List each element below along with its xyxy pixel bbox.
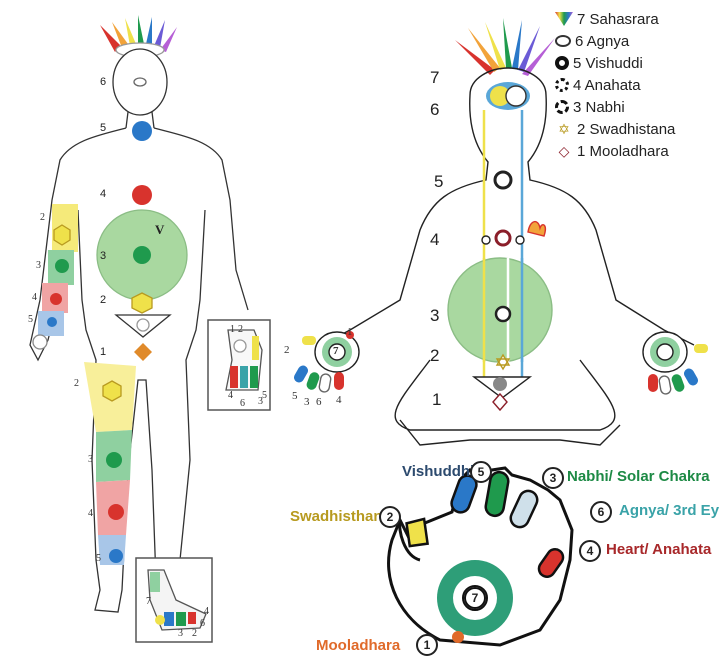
foot-inset-num-7: 7	[146, 596, 151, 607]
seated-num-6: 6	[430, 100, 439, 120]
crown-icon	[555, 12, 573, 26]
arm-num-5: 5	[28, 314, 33, 325]
foot-inset-num-6: 6	[200, 618, 205, 629]
gear-icon	[555, 78, 569, 92]
standing-num-5: 5	[100, 122, 106, 134]
seated-num-4: 4	[430, 230, 439, 250]
legend-label: 5 Vishuddi	[573, 55, 643, 72]
seated-hand-num-3: 3	[304, 396, 310, 408]
arm-num-3: 3	[36, 260, 41, 271]
badge-1: 1	[416, 634, 438, 656]
legend-label: 4 Anahata	[573, 77, 641, 94]
oval-icon	[555, 35, 571, 47]
label-nabhi: Nabhi/ Solar Chakra	[567, 468, 710, 485]
hand-inset-num-5: 5	[262, 390, 267, 401]
seated-num-5: 5	[434, 172, 443, 192]
seated-num-2: 2	[430, 346, 439, 366]
palm-badge-7: 7	[464, 587, 486, 609]
standing-num-6: 6	[100, 76, 106, 88]
standing-num-4: 4	[100, 188, 106, 200]
leg-num-2: 2	[74, 378, 79, 389]
ring-icon	[555, 56, 569, 70]
legend-item-agnya: 6 Agnya	[555, 30, 715, 52]
hand-inset-num-6: 6	[240, 398, 245, 409]
legend-label: 7 Sahasrara	[577, 11, 659, 28]
arm-num-2: 2	[40, 212, 45, 223]
label-heart: Heart/ Anahata	[606, 541, 711, 558]
legend-item-swadhistana: ✡ 2 Swadhistana	[555, 118, 715, 140]
legend-label: 1 Mooladhara	[577, 143, 669, 160]
badge-2: 2	[379, 506, 401, 528]
seated-num-3: 3	[430, 306, 439, 326]
seated-num-7: 7	[430, 68, 439, 88]
standing-num-2: 2	[100, 294, 106, 306]
seated-hand-num-4: 4	[336, 394, 342, 406]
seated-num-1: 1	[432, 390, 441, 410]
legend-item-mooladhara: ◇ 1 Mooladhara	[555, 140, 715, 162]
legend-item-anahata: 4 Anahata	[555, 74, 715, 96]
badge-6: 6	[590, 501, 612, 523]
label-swadhisthana: Swadhisthana	[290, 508, 391, 525]
badge-4: 4	[579, 540, 601, 562]
leg-num-3: 3	[88, 454, 93, 465]
hand-chart	[389, 468, 572, 645]
legend-label: 3 Nabhi	[573, 99, 625, 116]
legend-item-vishuddi: 5 Vishuddi	[555, 52, 715, 74]
badge-5: 5	[470, 461, 492, 483]
foot-inset-num-3: 3	[178, 628, 183, 639]
leg-num-4: 4	[88, 508, 93, 519]
arm-num-4: 4	[32, 292, 37, 303]
hand-inset-num-2: 2	[238, 324, 243, 335]
seated-hand-num-6: 6	[316, 396, 322, 408]
void-letter: V	[155, 222, 164, 238]
legend-item-nabhi: 3 Nabhi	[555, 96, 715, 118]
foot-inset-num-2: 2	[192, 628, 197, 639]
legend-label: 6 Agnya	[575, 33, 629, 50]
standing-num-3: 3	[100, 250, 106, 262]
hand-inset-num-1: 1	[230, 324, 235, 335]
star-icon: ✡	[555, 122, 573, 136]
legend-item-sahasrara: 7 Sahasrara	[555, 8, 715, 30]
standing-num-1: 1	[100, 346, 106, 358]
seated-hand-num-1: 1	[347, 326, 353, 338]
label-vishuddhi: Vishuddhi	[402, 463, 474, 480]
legend-label: 2 Swadhistana	[577, 121, 675, 138]
label-mooladhara: Mooladhara	[316, 637, 400, 654]
hand-inset-num-4: 4	[228, 390, 233, 401]
seated-hand-num-2: 2	[284, 344, 290, 356]
diamond-icon: ◇	[555, 144, 573, 158]
leg-num-5: 5	[96, 553, 101, 564]
seated-hand-num-5: 5	[292, 390, 298, 402]
chakra-legend: 7 Sahasrara 6 Agnya 5 Vishuddi 4 Anahata…	[555, 8, 715, 162]
foot-inset-num-4: 4	[204, 606, 209, 617]
badge-3: 3	[542, 467, 564, 489]
seated-crown-icon	[455, 18, 555, 76]
label-agnya: Agnya/ 3rd Eye	[619, 502, 719, 519]
seated-hand-num-7: 7	[333, 345, 339, 357]
sun-icon	[555, 100, 569, 114]
